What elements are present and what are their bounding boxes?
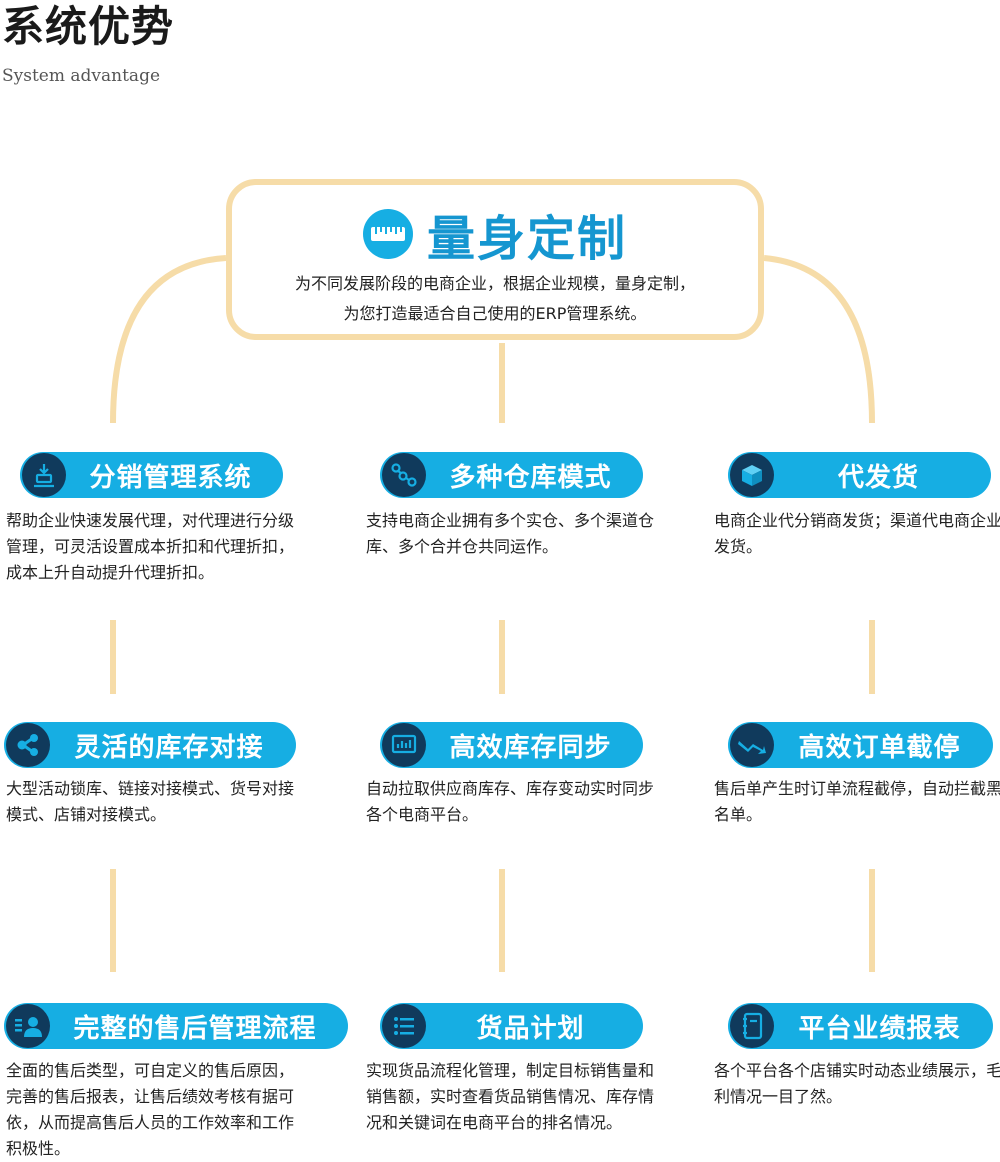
network-nodes-icon [382,453,426,497]
feature-pill-order-stop: 高效订单截停 [728,722,993,768]
hero-description: 为不同发展阶段的电商企业，根据企业规模，量身定制， 为您打造最适合自己使用的ER… [242,269,748,329]
feature-title: 灵活的库存对接 [74,732,264,763]
notebook-icon [730,1004,774,1048]
feature-description: 售后单产生时订单流程截停，自动拦截黑名单。 [714,779,1000,824]
hero-title: 量身定制 [426,211,627,267]
feature-pill-inventory-link: 灵活的库存对接 [4,722,296,768]
feature-title: 多种仓库模式 [449,462,612,493]
feature-description: 大型活动锁库、链接对接模式、货号对接模式、店铺对接模式。 [6,779,295,824]
feature-description: 实现货品流程化管理，制定目标销售量和销售额，实时查看货品销售情况、库存情况和关键… [366,1061,655,1132]
feature-title: 完整的售后管理流程 [73,1013,317,1044]
feature-title: 高效订单截停 [798,732,961,763]
feature-title: 代发货 [837,462,919,493]
package-box-icon [730,453,774,497]
user-list-icon [6,1004,50,1048]
connector-curve-right [763,255,875,424]
feature-title: 高效库存同步 [449,732,612,763]
connector-curve-left [110,255,227,424]
feature-title: 平台业绩报表 [798,1013,961,1044]
feature-pill-warehouse: 多种仓库模式 [380,452,643,498]
feature-title: 货品计划 [476,1013,585,1044]
feature-title: 分销管理系统 [89,462,252,493]
share-nodes-icon [6,723,50,767]
feature-pill-platform-report: 平台业绩报表 [728,1003,993,1049]
feature-pill-distribution: 分销管理系统 [20,452,283,498]
feature-pill-after-sales: 完整的售后管理流程 [4,1003,348,1049]
feature-description: 帮助企业快速发展代理，对代理进行分级管理，可灵活设置成本折扣和代理折扣，成本上升… [6,511,295,582]
feature-pill-product-plan: 货品计划 [380,1003,643,1049]
page-subtitle: System advantage [2,66,161,86]
feature-pill-dropship: 代发货 [728,452,991,498]
feature-description: 支持电商企业拥有多个实仓、多个渠道仓库、多个合并仓共同运作。 [366,511,655,556]
feature-description: 全面的售后类型，可自定义的售后原因，完善的售后报表，让售后绩效考核有据可依，从而… [6,1061,295,1158]
monitor-chart-icon [382,723,426,767]
ruler-icon [362,209,413,259]
list-lines-icon [382,1004,426,1048]
hero-desc-line: 为不同发展阶段的电商企业，根据企业规模，量身定制， [294,274,695,293]
hero-desc-line: 为您打造最适合自己使用的ERP管理系统。 [343,304,647,323]
feature-pill-inventory-sync: 高效库存同步 [380,722,643,768]
feature-description: 自动拉取供应商库存、库存变动实时同步各个电商平台。 [366,779,655,824]
distribution-icon [22,453,66,497]
zigzag-arrow-icon [730,723,774,767]
feature-description: 电商企业代分销商发货；渠道代电商企业发货。 [714,511,1000,556]
feature-description: 各个平台各个店铺实时动态业绩展示，毛利情况一目了然。 [714,1061,1000,1106]
page-title: 系统优势 [2,2,175,51]
hero-card: 量身定制 为不同发展阶段的电商企业，根据企业规模，量身定制， 为您打造最适合自己… [226,179,764,340]
